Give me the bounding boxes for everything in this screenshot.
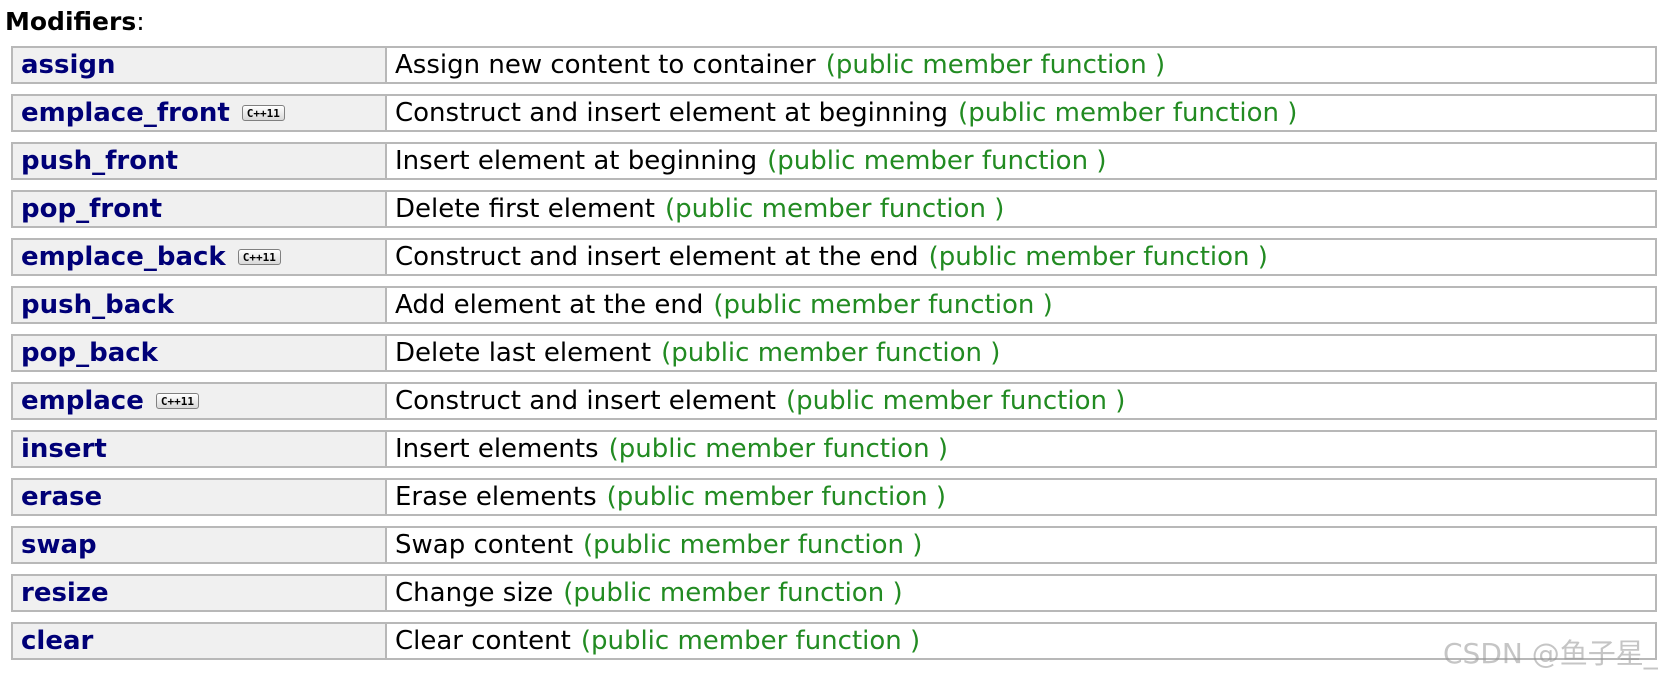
cpp11-badge-icon: C++11 bbox=[237, 249, 281, 265]
member-link-clear[interactable]: clear bbox=[21, 626, 94, 656]
member-link-pop-front[interactable]: pop_front bbox=[21, 194, 163, 224]
member-description-cell: Insert elements (public member function … bbox=[387, 432, 1655, 466]
member-description: Change size bbox=[395, 578, 554, 608]
member-description-cell: Construct and insert element at the end … bbox=[387, 240, 1655, 274]
modifiers-table: assign Assign new content to container (… bbox=[11, 46, 1657, 670]
table-row: resize Change size (public member functi… bbox=[11, 574, 1657, 612]
cpp11-badge-icon: C++11 bbox=[155, 393, 199, 409]
member-link-emplace[interactable]: emplace bbox=[21, 386, 144, 416]
member-kind-label: (public member function ) bbox=[767, 146, 1107, 176]
member-description: Swap content bbox=[395, 530, 574, 560]
member-name-cell: erase bbox=[13, 480, 387, 514]
section-heading-colon: : bbox=[136, 7, 145, 36]
member-description-cell: Construct and insert element (public mem… bbox=[387, 384, 1655, 418]
member-kind-label: (public member function ) bbox=[606, 482, 946, 512]
member-kind-label: (public member function ) bbox=[928, 242, 1268, 272]
member-name-cell: assign bbox=[13, 48, 387, 82]
member-name-cell: pop_back bbox=[13, 336, 387, 370]
member-link-emplace-back[interactable]: emplace_back bbox=[21, 242, 226, 272]
member-link-insert[interactable]: insert bbox=[21, 434, 107, 464]
member-description: Delete first element bbox=[395, 194, 655, 224]
member-link-pop-back[interactable]: pop_back bbox=[21, 338, 158, 368]
member-link-assign[interactable]: assign bbox=[21, 50, 116, 80]
member-kind-label: (public member function ) bbox=[713, 290, 1053, 320]
member-description: Delete last element bbox=[395, 338, 652, 368]
table-row: emplace C++11 Construct and insert eleme… bbox=[11, 382, 1657, 420]
member-kind-label: (public member function ) bbox=[608, 434, 948, 464]
table-row: push_front Insert element at beginning (… bbox=[11, 142, 1657, 180]
member-kind-label: (public member function ) bbox=[664, 194, 1005, 224]
member-name-cell: swap bbox=[13, 528, 387, 562]
member-description: Assign new content to container bbox=[395, 50, 816, 80]
member-kind-label: (public member function ) bbox=[825, 50, 1166, 80]
member-name-cell: push_front bbox=[13, 144, 387, 178]
member-description-cell: Construct and insert element at beginnin… bbox=[387, 96, 1655, 130]
member-name-cell: emplace_back C++11 bbox=[13, 240, 387, 274]
member-kind-label: (public member function ) bbox=[661, 338, 1001, 368]
section-heading: Modifiers: bbox=[5, 4, 145, 40]
member-description: Construct and insert element at the end bbox=[395, 242, 919, 272]
member-link-push-front[interactable]: push_front bbox=[21, 146, 179, 176]
table-row: swap Swap content (public member functio… bbox=[11, 526, 1657, 564]
member-link-resize[interactable]: resize bbox=[21, 578, 109, 608]
member-kind-label: (public member function ) bbox=[958, 98, 1298, 128]
member-description: Construct and insert element at beginnin… bbox=[395, 98, 949, 128]
cpp11-badge-icon: C++11 bbox=[241, 105, 285, 121]
table-row: emplace_front C++11 Construct and insert… bbox=[11, 94, 1657, 132]
member-description-cell: Change size (public member function ) bbox=[387, 576, 1655, 610]
member-name-cell: resize bbox=[13, 576, 387, 610]
member-description-cell: Insert element at beginning (public memb… bbox=[387, 144, 1655, 178]
member-description: Insert element at beginning bbox=[395, 146, 758, 176]
member-name-cell: pop_front bbox=[13, 192, 387, 226]
member-description-cell: Clear content (public member function ) bbox=[387, 624, 1655, 658]
section-heading-title: Modifiers bbox=[5, 7, 137, 36]
member-description: Construct and insert element bbox=[395, 386, 776, 416]
table-row: pop_back Delete last element (public mem… bbox=[11, 334, 1657, 372]
member-name-cell: emplace_front C++11 bbox=[13, 96, 387, 130]
member-description-cell: Swap content (public member function ) bbox=[387, 528, 1655, 562]
member-link-push-back[interactable]: push_back bbox=[21, 290, 174, 320]
table-row: erase Erase elements (public member func… bbox=[11, 478, 1657, 516]
table-row: insert Insert elements (public member fu… bbox=[11, 430, 1657, 468]
member-link-emplace-front[interactable]: emplace_front bbox=[21, 98, 230, 128]
member-description-cell: Delete last element (public member funct… bbox=[387, 336, 1655, 370]
member-description-cell: Add element at the end (public member fu… bbox=[387, 288, 1655, 322]
member-name-cell: insert bbox=[13, 432, 387, 466]
member-description: Clear content bbox=[395, 626, 571, 656]
table-row: clear Clear content (public member funct… bbox=[11, 622, 1657, 660]
member-link-erase[interactable]: erase bbox=[21, 482, 103, 512]
member-description-cell: Erase elements (public member function ) bbox=[387, 480, 1655, 514]
member-name-cell: emplace C++11 bbox=[13, 384, 387, 418]
member-kind-label: (public member function ) bbox=[580, 626, 921, 656]
member-name-cell: clear bbox=[13, 624, 387, 658]
table-row: push_back Add element at the end (public… bbox=[11, 286, 1657, 324]
member-kind-label: (public member function ) bbox=[786, 386, 1126, 416]
member-description: Add element at the end bbox=[395, 290, 704, 320]
member-kind-label: (public member function ) bbox=[583, 530, 923, 560]
table-row: emplace_back C++11 Construct and insert … bbox=[11, 238, 1657, 276]
table-row: pop_front Delete first element (public m… bbox=[11, 190, 1657, 228]
member-link-swap[interactable]: swap bbox=[21, 530, 97, 560]
table-row: assign Assign new content to container (… bbox=[11, 46, 1657, 84]
member-description: Erase elements bbox=[395, 482, 597, 512]
member-kind-label: (public member function ) bbox=[563, 578, 903, 608]
member-description: Insert elements bbox=[395, 434, 599, 464]
member-description-cell: Assign new content to container (public … bbox=[387, 48, 1655, 82]
member-description-cell: Delete first element (public member func… bbox=[387, 192, 1655, 226]
member-name-cell: push_back bbox=[13, 288, 387, 322]
csdn-watermark: CSDN @鱼子星_ bbox=[1443, 637, 1658, 670]
